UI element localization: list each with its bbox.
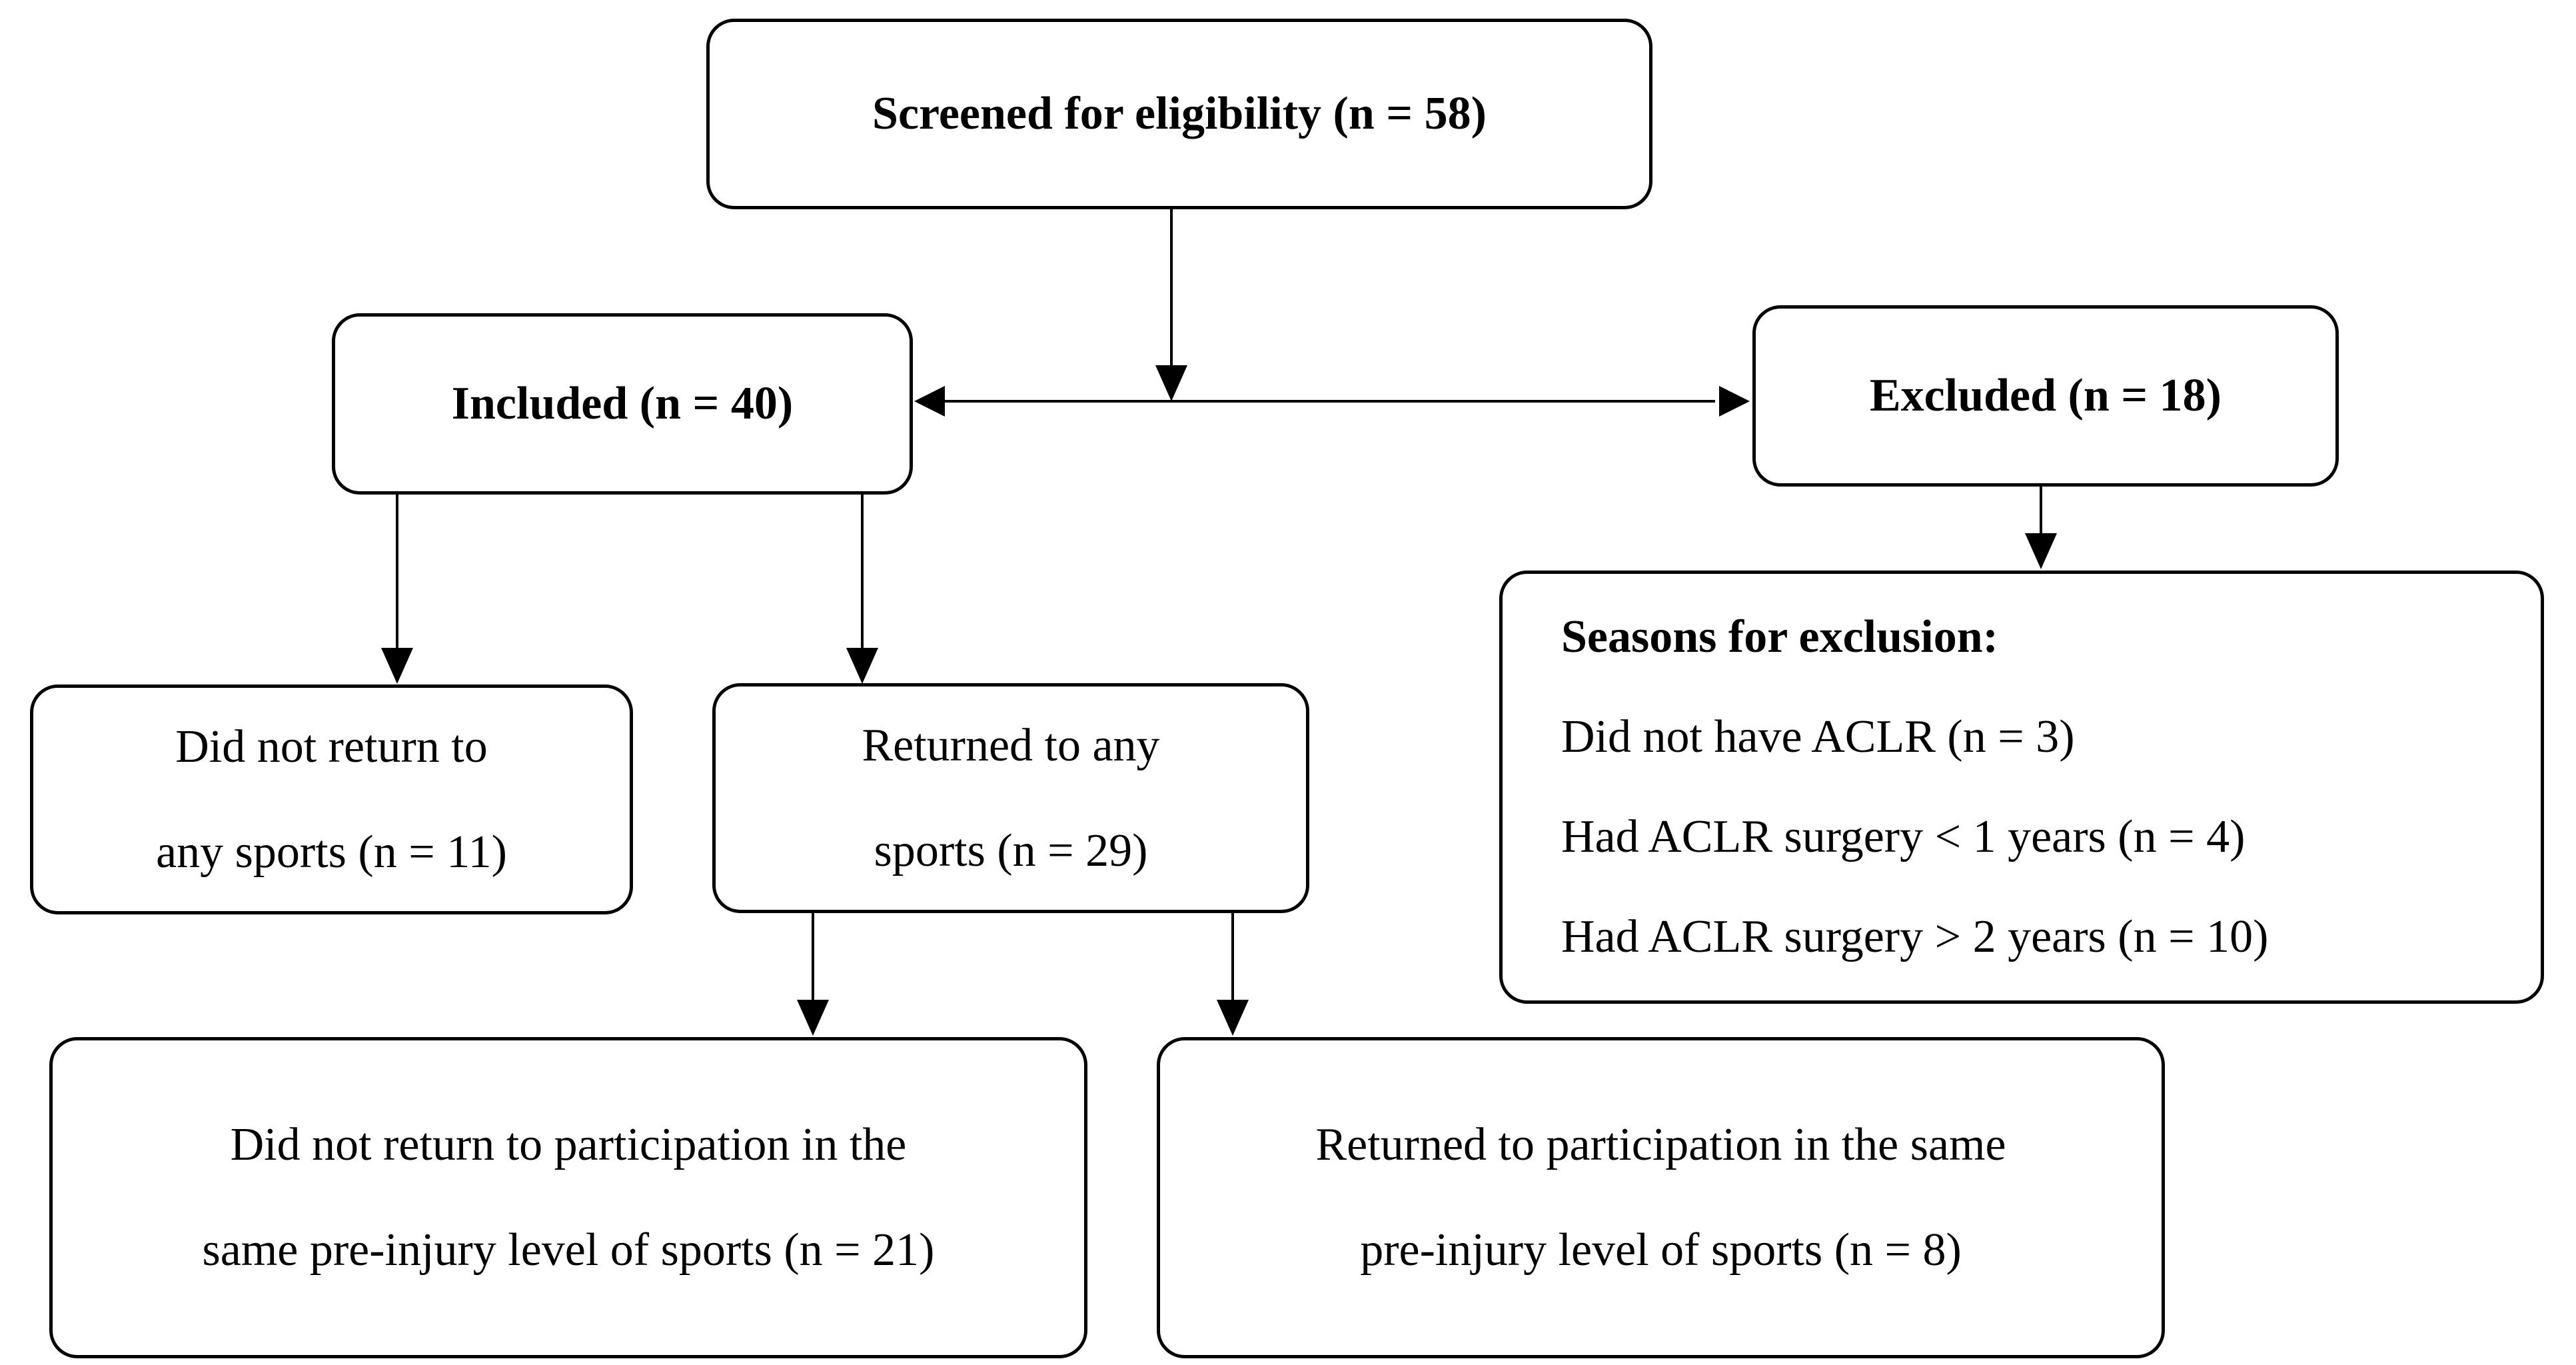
connector-included-to-returned-any [861,495,864,648]
no-return-any-sports-box: Did not return to any sports (n = 11) [30,684,633,914]
returned-same-level-line2: pre-injury level of sports (n = 8) [1360,1224,1962,1276]
no-return-any-sports-line1: Did not return to [175,720,488,772]
down-arrowhead-icon [846,648,878,684]
returned-any-sports-line2: sports (n = 29) [874,824,1148,876]
exclusion-reason-item: Did not have ACLR (n = 3) [1561,711,2075,762]
exclusion-reasons-box: Seasons for exclusion: Did not have ACLR… [1499,571,2544,1004]
exclusion-reason-item: Had ACLR surgery > 2 years (n = 10) [1561,911,2269,962]
no-return-same-level-line1: Did not return to participation in the [230,1119,907,1170]
connector-included-to-no-return-any [396,495,398,648]
screened-label: Screened for eligibility (n = 58) [872,88,1487,139]
returned-any-sports-box: Returned to any sports (n = 29) [712,683,1309,913]
down-arrowhead-icon [381,648,413,684]
returned-any-sports-line1: Returned to any [862,719,1160,771]
returned-same-level-line1: Returned to participation in the same [1315,1119,2006,1170]
exclusion-reasons-heading: Seasons for exclusion: [1561,611,1998,663]
down-arrowhead-icon [2025,533,2057,569]
no-return-any-sports-line2: any sports (n = 11) [156,826,507,878]
connector-split-line [944,400,1715,403]
left-arrowhead-icon [914,386,945,417]
excluded-label: Excluded (n = 18) [1869,370,2222,421]
screened-box: Screened for eligibility (n = 58) [706,19,1652,209]
down-arrowhead-icon [1155,365,1187,401]
included-label: Included (n = 40) [451,378,794,429]
included-box: Included (n = 40) [332,313,913,495]
connector-returned-any-to-no-return-same [812,913,814,1000]
no-return-same-level-box: Did not return to participation in the s… [49,1037,1087,1358]
connector-screened-to-split [1170,209,1173,365]
connector-returned-any-to-returned-same [1231,913,1234,1000]
down-arrowhead-icon [1217,1000,1249,1036]
down-arrowhead-icon [797,1000,829,1036]
exclusion-reason-item: Had ACLR surgery < 1 years (n = 4) [1561,811,2246,862]
right-arrowhead-icon [1719,386,1750,417]
returned-same-level-box: Returned to participation in the same pr… [1157,1037,2165,1358]
no-return-same-level-line2: same pre-injury level of sports (n = 21) [202,1224,935,1276]
excluded-box: Excluded (n = 18) [1752,305,2339,487]
connector-excluded-to-reasons [2040,487,2042,533]
